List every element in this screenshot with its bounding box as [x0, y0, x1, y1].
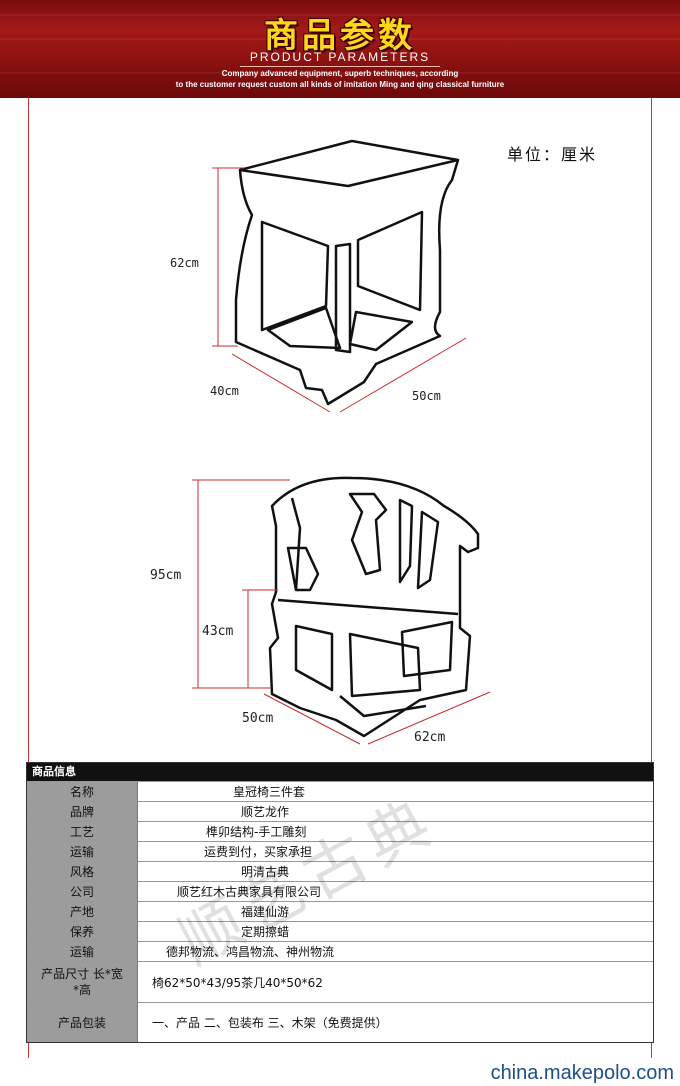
left-border-line	[28, 98, 29, 1058]
table-row: 产品包装 一、产品 二、包装布 三、木架（免费提供）	[27, 1002, 653, 1042]
row-value: 顺艺红木古典家具有限公司	[138, 882, 653, 901]
tea-table-dim-lines	[212, 167, 467, 413]
right-border-line	[651, 98, 652, 1058]
header-banner: 商品参数 PRODUCT PARAMETERS Company advanced…	[0, 0, 680, 98]
row-key: 工艺	[27, 822, 138, 841]
row-key: 产品包装	[27, 1003, 138, 1042]
table-row: 公司 顺艺红木古典家具有限公司	[27, 881, 653, 901]
chair-drawing	[268, 476, 480, 738]
table-row: 风格 明清古典	[27, 861, 653, 881]
row-key: 产地	[27, 902, 138, 921]
footer-site-link[interactable]: china.makepolo.com	[490, 1062, 674, 1084]
table-row: 产地 福建仙游	[27, 901, 653, 921]
product-info-heading: 商品信息	[27, 763, 653, 781]
product-info-table: 商品信息 名称 皇冠椅三件套 品牌 顺艺龙作 工艺 榫卯结构-手工雕刻 运输 运…	[26, 762, 654, 1043]
row-value: 椅62*50*43/95茶几40*50*62	[138, 962, 653, 1002]
table-row: 品牌 顺艺龙作	[27, 801, 653, 821]
row-value: 一、产品 二、包装布 三、木架（免费提供）	[138, 1003, 653, 1042]
chair-dim-lines	[192, 479, 491, 745]
furniture-drawings	[192, 139, 491, 745]
row-key: 运输	[27, 842, 138, 861]
row-value: 福建仙游	[138, 902, 653, 921]
row-value: 榫卯结构-手工雕刻	[138, 822, 653, 841]
chair-depth-label: 50cm	[242, 711, 274, 726]
table-row: 工艺 榫卯结构-手工雕刻	[27, 821, 653, 841]
table-row: 运输 运费到付，买家承担	[27, 841, 653, 861]
table-height-label: 62cm	[170, 256, 199, 270]
row-value: 顺艺龙作	[138, 802, 653, 821]
page-subtitle: PRODUCT PARAMETERS	[249, 50, 431, 64]
row-key: 公司	[27, 882, 138, 901]
page-title: 商品参数	[264, 16, 416, 56]
row-value: 运费到付，买家承担	[138, 842, 653, 861]
row-key: 名称	[27, 782, 138, 801]
header-desc-line2: to the customer request custom all kinds…	[175, 80, 505, 89]
row-value: 德邦物流、鸿昌物流、神州物流	[138, 942, 653, 961]
chair-height-label: 95cm	[150, 568, 182, 583]
row-key: 运输	[27, 942, 138, 961]
table-row: 产品尺寸 长*宽*高 椅62*50*43/95茶几40*50*62	[27, 961, 653, 1002]
header-desc-line1: Company advanced equipment, superb techn…	[221, 69, 459, 78]
row-value: 皇冠椅三件套	[138, 782, 653, 801]
table-row: 名称 皇冠椅三件套	[27, 781, 653, 801]
table-depth-label: 40cm	[210, 384, 239, 398]
header-divider	[240, 66, 440, 67]
row-value: 明清古典	[138, 862, 653, 881]
row-key: 产品尺寸 长*宽*高	[27, 962, 138, 1002]
tea-table-drawing	[234, 139, 460, 406]
row-value: 定期擦蜡	[138, 922, 653, 941]
table-row: 运输 德邦物流、鸿昌物流、神州物流	[27, 941, 653, 961]
chair-width-label: 62cm	[414, 730, 446, 745]
table-row: 保养 定期擦蜡	[27, 921, 653, 941]
row-key: 保养	[27, 922, 138, 941]
seat-height-label: 43cm	[202, 624, 234, 639]
row-key: 品牌	[27, 802, 138, 821]
unit-label: 单位：厘米	[507, 145, 598, 164]
table-width-label: 50cm	[412, 389, 441, 403]
row-key: 风格	[27, 862, 138, 881]
